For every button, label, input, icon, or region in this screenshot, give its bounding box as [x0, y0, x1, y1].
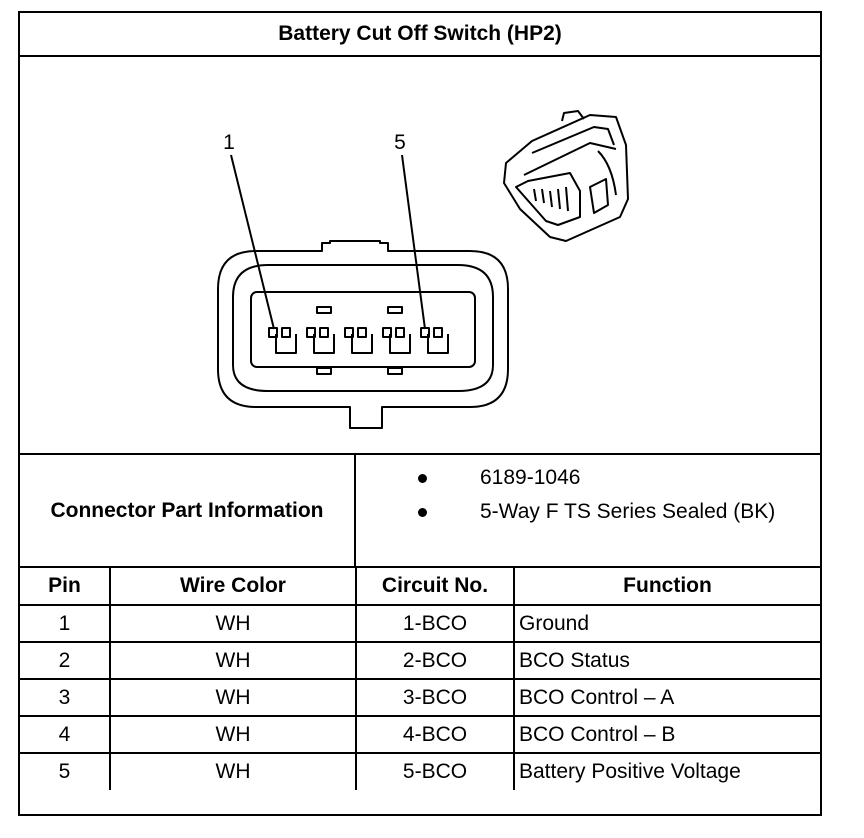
function-cell: Battery Positive Voltage	[513, 752, 820, 790]
terminal-latch-1	[268, 327, 278, 338]
pin-cell: 5	[20, 752, 111, 790]
connector-part-information: Connector Part Information 6189-1046 5-W…	[20, 453, 820, 568]
terminal-1	[275, 334, 297, 354]
pin-cell: 4	[20, 715, 111, 754]
page-title: Battery Cut Off Switch (HP2)	[20, 13, 820, 57]
key-top-right	[387, 306, 403, 314]
terminal-5	[427, 334, 449, 354]
terminal-contact-5	[433, 327, 443, 338]
terminal-3	[351, 334, 373, 354]
key-bottom-right	[387, 367, 403, 375]
pin-1-leader-line	[230, 154, 275, 330]
circuit-cell: 1-BCO	[355, 604, 515, 643]
terminal-latch-3	[344, 327, 354, 338]
key-bottom-left	[316, 367, 332, 375]
terminals	[268, 327, 449, 354]
pin-cell: 2	[20, 641, 111, 680]
terminal-contact-3	[357, 327, 367, 338]
key-top-left	[316, 306, 332, 314]
column-header-circuit: Circuit No.	[355, 568, 515, 606]
pin-5-callout: 5	[394, 131, 406, 154]
part-number: 6189-1046	[480, 466, 581, 489]
wire-color-cell: WH	[109, 604, 357, 643]
terminal-contact-2	[319, 327, 329, 338]
terminal-latch-5	[420, 327, 430, 338]
wire-color-cell: WH	[109, 641, 357, 680]
bullet-icon	[411, 467, 433, 489]
table-row: 4 WH 4-BCO BCO Control – B	[20, 715, 820, 754]
function-cell: BCO Status	[513, 641, 820, 680]
wire-color-cell: WH	[109, 752, 357, 790]
circuit-cell: 5-BCO	[355, 752, 515, 790]
connector-sheet: Battery Cut Off Switch (HP2) 1 5	[18, 11, 822, 816]
wire-color-cell: WH	[109, 678, 357, 717]
terminal-cavity	[250, 291, 476, 368]
connector-info-label: Connector Part Information	[20, 455, 356, 566]
terminal-contact-4	[395, 327, 405, 338]
terminal-latch-2	[306, 327, 316, 338]
table-header-row: Pin Wire Color Circuit No. Function	[20, 568, 820, 606]
function-cell: BCO Control – B	[513, 715, 820, 754]
table-row: 1 WH 1-BCO Ground	[20, 604, 820, 643]
pin-5-leader-line	[401, 154, 426, 330]
pin-cell: 1	[20, 604, 111, 643]
connector-face	[232, 264, 494, 392]
wire-color-cell: WH	[109, 715, 357, 754]
connector-diagram: 1 5	[217, 110, 629, 429]
function-cell: Ground	[513, 604, 820, 643]
pin-1-callout: 1	[223, 131, 235, 154]
terminal-latch-4	[382, 327, 392, 338]
pin-cell: 3	[20, 678, 111, 717]
bullet-icon	[411, 501, 433, 523]
list-item: 6189-1046	[358, 461, 820, 495]
function-cell: BCO Control – A	[513, 678, 820, 717]
terminal-2	[313, 334, 335, 354]
column-header-pin: Pin	[20, 568, 111, 606]
column-header-wire-color: Wire Color	[109, 568, 357, 606]
connector-figure: 1 5	[20, 57, 820, 453]
terminal-4	[389, 334, 411, 354]
list-item: 5-Way F TS Series Sealed (BK)	[358, 495, 820, 529]
table-row: 2 WH 2-BCO BCO Status	[20, 641, 820, 680]
pinout-table: Pin Wire Color Circuit No. Function 1 WH…	[20, 568, 820, 790]
connector-housing	[217, 240, 509, 429]
table-row: 5 WH 5-BCO Battery Positive Voltage	[20, 752, 820, 790]
connector-description: 5-Way F TS Series Sealed (BK)	[480, 500, 776, 523]
terminal-contact-1	[281, 327, 291, 338]
connector-info-list: 6189-1046 5-Way F TS Series Sealed (BK)	[358, 455, 820, 566]
circuit-cell: 2-BCO	[355, 641, 515, 680]
table-row: 3 WH 3-BCO BCO Control – A	[20, 678, 820, 717]
circuit-cell: 3-BCO	[355, 678, 515, 717]
circuit-cell: 4-BCO	[355, 715, 515, 754]
connector-icon	[503, 110, 629, 242]
column-header-function: Function	[513, 568, 820, 606]
